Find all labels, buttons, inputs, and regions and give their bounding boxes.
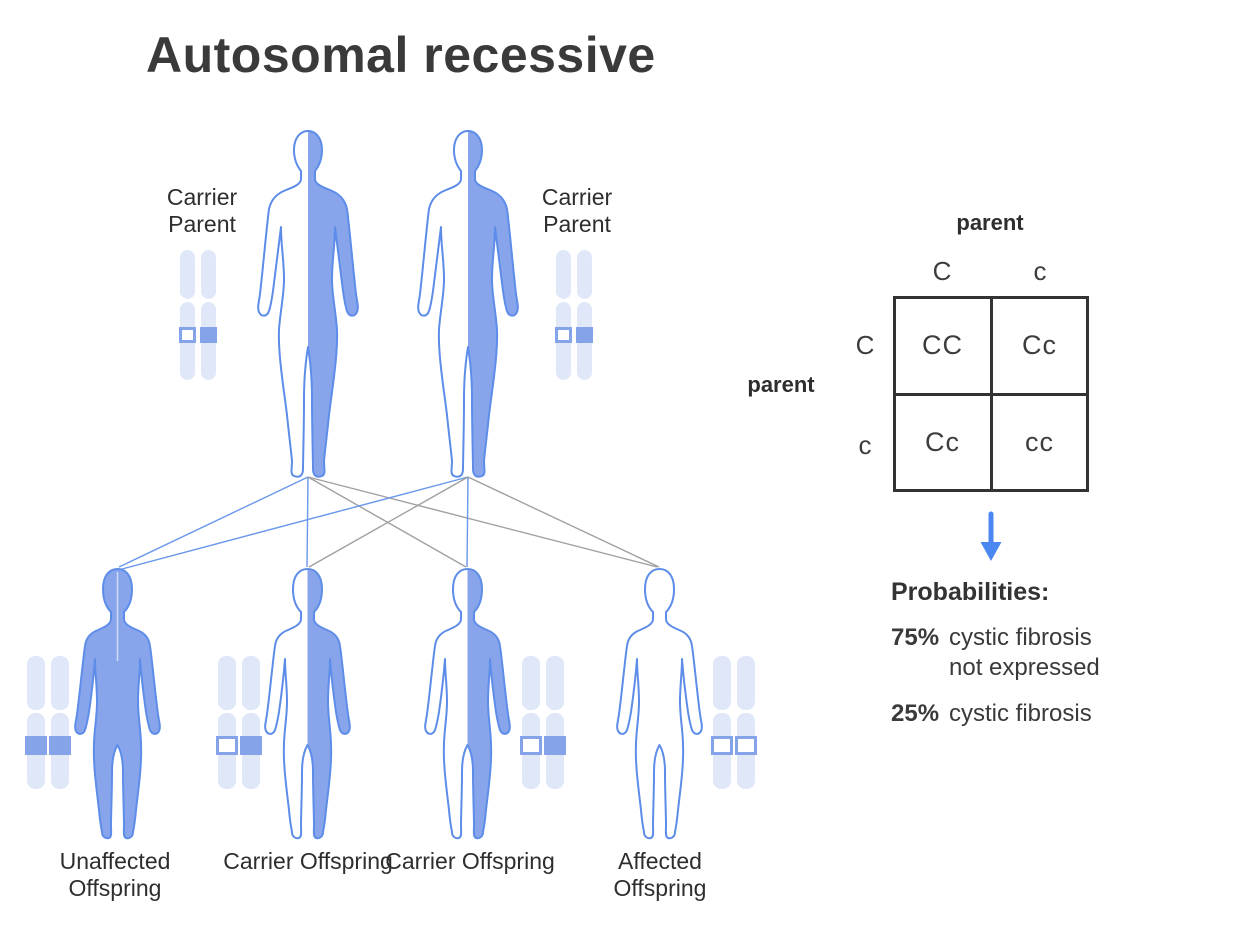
line-parent1-offspring2 [306, 476, 309, 568]
offspring-4-label: Affected Offspring [613, 848, 707, 901]
offspring-2-figure [264, 568, 351, 840]
line-parent2-offspring3 [466, 476, 469, 568]
parent-2-chromosome-pair [555, 250, 593, 380]
page-title: Autosomal recessive [146, 27, 656, 83]
chromatid [179, 250, 196, 380]
punnett-col-header-1: C [932, 256, 952, 286]
allele-marker [49, 736, 71, 755]
chromatid [735, 656, 757, 789]
allele-marker [735, 736, 757, 755]
line-parent2-offspring2 [308, 476, 469, 568]
probabilities-heading: Probabilities: [891, 578, 1050, 606]
allele-marker [216, 736, 238, 755]
punnett-cell-Cc-bottom: Cc [925, 427, 960, 457]
parent-1-figure [257, 130, 359, 478]
probability-item: 25% cystic fibrosis [891, 699, 1171, 729]
parent-2-figure [417, 130, 519, 478]
punnett-col-header-2: c [1033, 256, 1047, 286]
chromatid [216, 656, 238, 789]
allele-marker [25, 736, 47, 755]
allele-marker [240, 736, 262, 755]
punnett-cell-Cc-top: Cc [1022, 330, 1057, 360]
offspring-2-chromosome-pair [216, 656, 262, 789]
punnett-top-label: parent [956, 210, 1024, 235]
down-arrow-icon [980, 511, 1002, 561]
chromatid [49, 656, 71, 789]
punnett-row-header-2: c [858, 430, 872, 460]
punnett-horizontal-divider [896, 392, 1086, 396]
offspring-4-figure [616, 568, 703, 840]
chromatid [544, 656, 566, 789]
chromatid [520, 656, 542, 789]
allele-marker [555, 327, 572, 343]
offspring-3-chromosome-pair [520, 656, 566, 789]
probability-value: 25% [891, 700, 940, 727]
punnett-grid: CC Cc Cc cc [893, 296, 1089, 492]
chromatid [555, 250, 572, 380]
chromatid [711, 656, 733, 789]
probability-value: 75% [891, 624, 940, 651]
allele-marker [711, 736, 733, 755]
parent-2-label: Carrier Parent [541, 184, 613, 237]
line-parent1-offspring3 [307, 476, 467, 568]
line-parent1-offspring4 [307, 476, 658, 568]
allele-marker [576, 327, 593, 343]
chromatid [240, 656, 262, 789]
parent-1-chromosome-pair [179, 250, 217, 380]
offspring-1-chromosome-pair [25, 656, 71, 789]
offspring-3-label: Carrier Offspring [385, 848, 555, 874]
probability-text: cystic fibrosis [949, 700, 1092, 727]
allele-marker [200, 327, 217, 343]
line-parent2-offspring4 [467, 476, 660, 568]
punnett-cell-CC: CC [922, 330, 963, 360]
allele-marker [179, 327, 196, 343]
chromatid [200, 250, 217, 380]
punnett-row-header-1: C [855, 330, 875, 360]
allele-marker [520, 736, 542, 755]
line-parent2-offspring1 [121, 476, 469, 570]
offspring-4-chromosome-pair [711, 656, 757, 789]
offspring-1-figure [74, 568, 161, 840]
offspring-2-label: Carrier Offspring [223, 848, 393, 874]
punnett-side-label: parent [747, 372, 815, 397]
allele-marker [544, 736, 566, 755]
line-parent1-offspring1 [118, 476, 309, 568]
chromatid [576, 250, 593, 380]
punnett-cell-cc: cc [1025, 427, 1054, 457]
offspring-1-label: Unaffected Offspring [59, 848, 171, 901]
offspring-3-figure [424, 568, 511, 840]
chromatid [25, 656, 47, 789]
parent-1-label: Carrier Parent [166, 184, 238, 237]
